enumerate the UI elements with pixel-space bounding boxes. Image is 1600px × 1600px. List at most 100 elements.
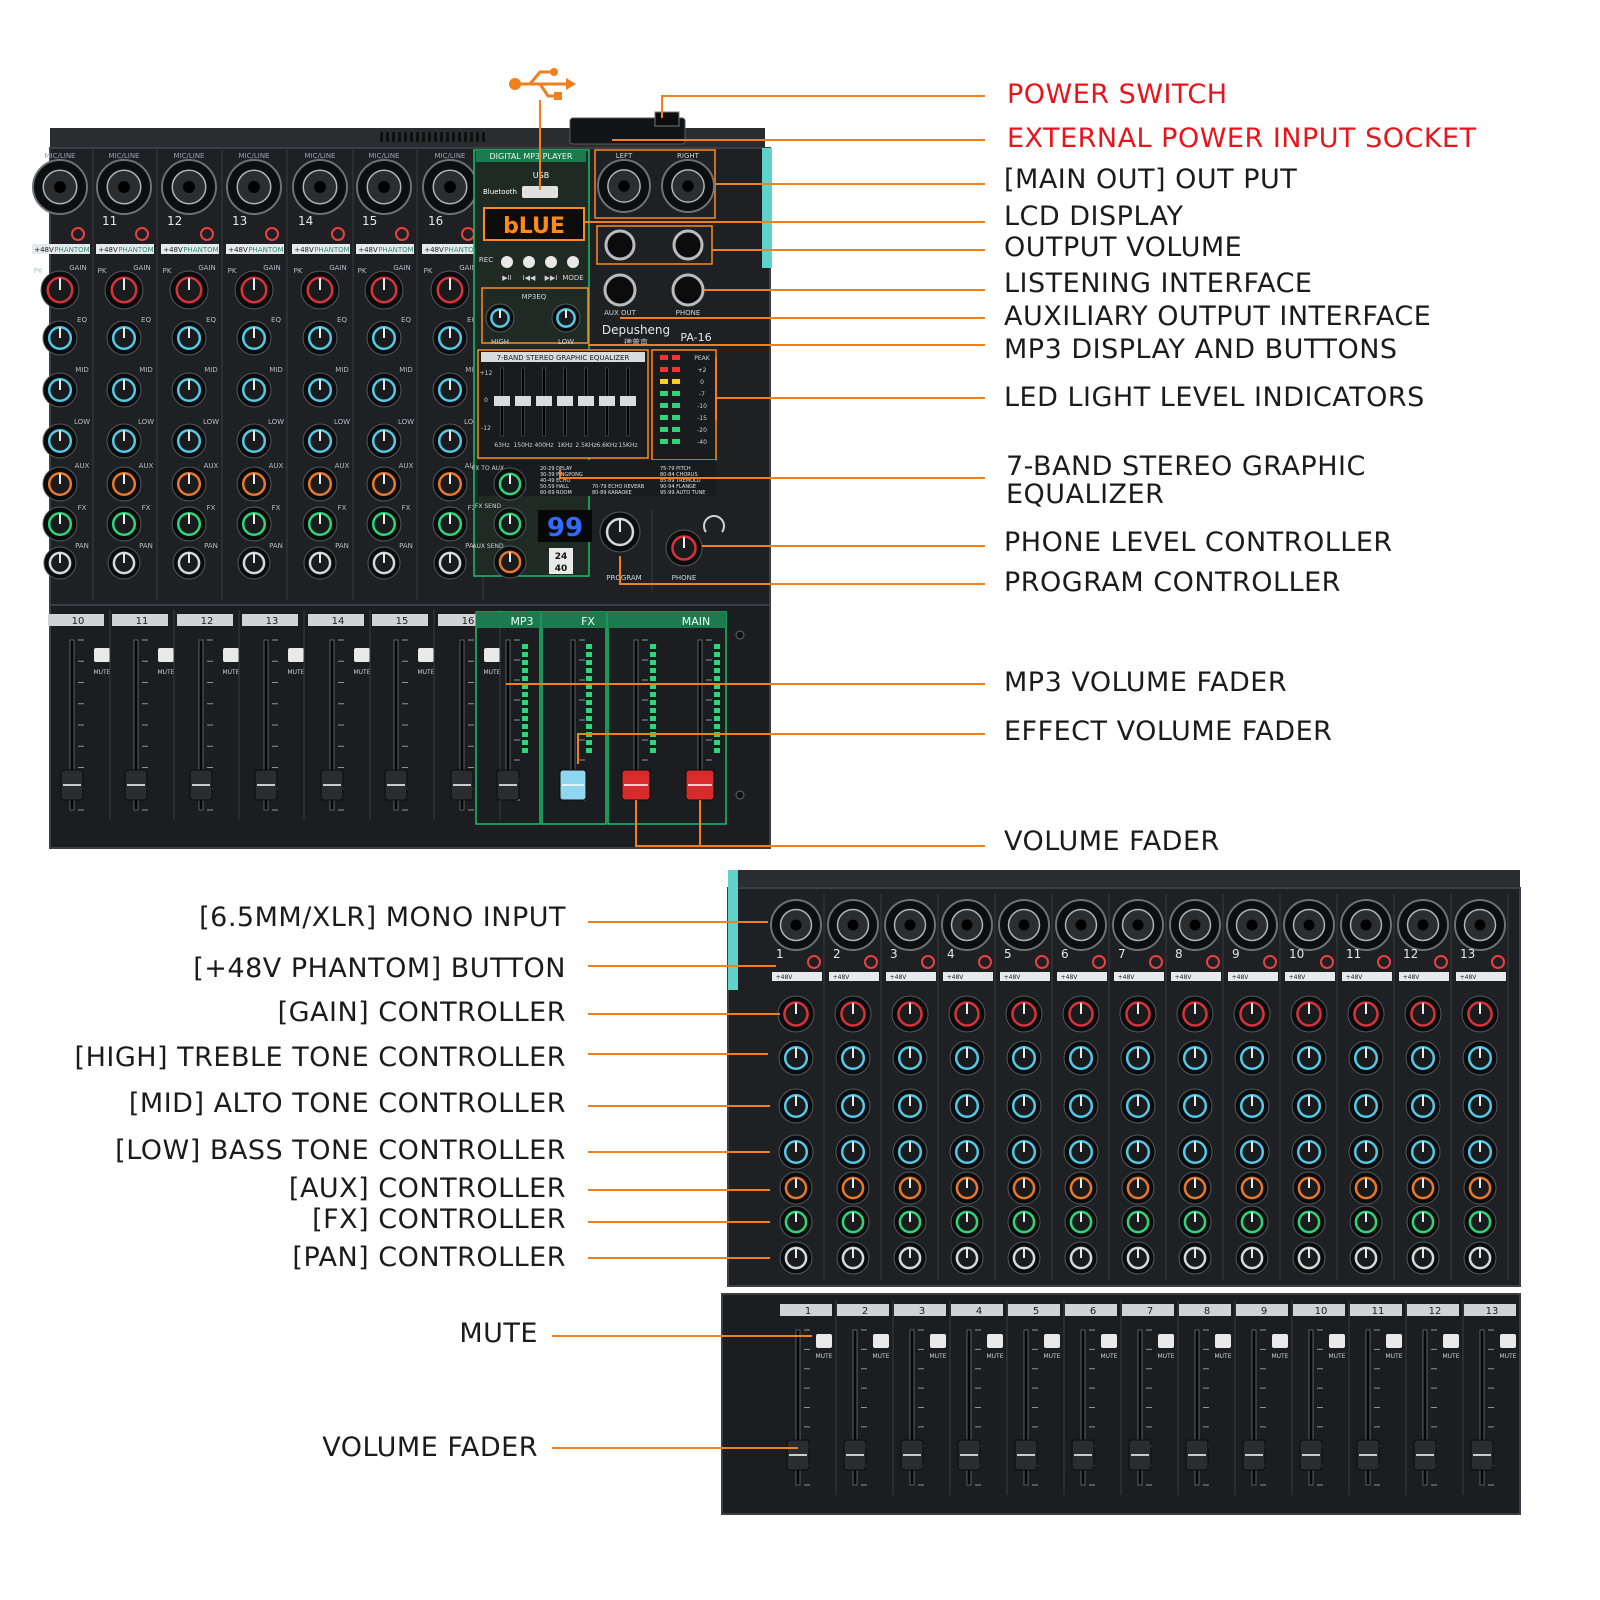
mute-button: [1044, 1334, 1060, 1348]
phantom-voltage-label: +48V: [1460, 974, 1478, 981]
aux-label: AUX: [465, 462, 480, 470]
bottom-channel-strip: 8+48V: [1169, 894, 1224, 1280]
vent-slot: [452, 132, 455, 142]
peak-label: PK: [163, 267, 172, 275]
main-meter-led: [714, 652, 720, 657]
effects-list-entry: 60-69 ROOM: [540, 490, 572, 496]
eq-band-label: 6.6KHz: [596, 442, 617, 449]
eq-scale-label: -12: [481, 425, 491, 432]
mp3-button-label: ▶▶I: [545, 274, 558, 282]
mp3-button-label: MODE: [562, 274, 583, 282]
led-meter-label: -20: [697, 427, 707, 434]
eq-band-label: 15KHz: [618, 442, 637, 449]
fader-number-tab: [1293, 1304, 1345, 1316]
mp3-button-label: ▶II: [502, 274, 512, 282]
headphone-icon: [703, 515, 725, 533]
phone-level-label: PHONE: [672, 574, 697, 582]
bit-badge-top: 24: [555, 552, 568, 562]
phantom-button: [1000, 972, 1050, 981]
mic-line-label: MIC/LINE: [109, 152, 140, 160]
peak-label: PK: [228, 267, 237, 275]
mid-label: MID: [75, 366, 89, 374]
phantom-label: PHANTOM: [54, 246, 89, 254]
led-meter-label: +2: [698, 367, 707, 374]
phantom-button: [943, 972, 993, 981]
program-label: PROGRAM: [606, 574, 641, 582]
phantom-led: [1206, 955, 1220, 969]
xlr-combo-jack-hole: [444, 181, 456, 193]
fader-number: 6: [1090, 1306, 1096, 1317]
bottom-channel-strip: 1+48V: [770, 894, 825, 1280]
callout-volume-fader-bottom: VOLUME FADER: [322, 1432, 538, 1463]
fx-meter-led: [586, 700, 592, 705]
fx-side-label: FX TO AUX: [472, 465, 504, 472]
vent-slot: [434, 132, 437, 142]
main-meter-led: [714, 740, 720, 745]
callout-aux-output: AUXILIARY OUTPUT INTERFACE: [1004, 301, 1432, 332]
mp3-button: [523, 256, 535, 268]
bottom-back-edge: [728, 870, 1520, 892]
main-meter-led: [650, 676, 656, 681]
brand-subtitle: 德普声: [624, 337, 648, 347]
xlr-combo-jack-hole: [1246, 919, 1258, 931]
channel-fader-slot: [393, 639, 399, 811]
mute-label: MUTE: [1442, 1353, 1459, 1360]
channel-fader-slot: [1023, 1329, 1029, 1486]
phantom-voltage-label: +48V: [1289, 974, 1307, 981]
led-indicator: [672, 379, 680, 384]
phantom-voltage-label: +48V: [947, 974, 965, 981]
fx-meter-led: [586, 676, 592, 681]
mute-button: [158, 648, 174, 662]
eq-band-label: 400Hz: [534, 442, 553, 449]
eq-label: EQ: [141, 316, 151, 324]
channel-number: 15: [362, 214, 377, 228]
main-meter-led: [714, 700, 720, 705]
main-meter-led: [650, 740, 656, 745]
fader-number-tab: [308, 614, 364, 626]
xlr-combo-jack-hole: [1303, 919, 1315, 931]
channel-number: 16: [428, 214, 443, 228]
mute-label: MUTE: [1385, 1353, 1402, 1360]
gain-label: GAIN: [459, 264, 477, 272]
pan-label: PAN: [139, 542, 153, 550]
main-meter-led: [650, 708, 656, 713]
bottom-channel-strip: 13+48V: [1454, 894, 1509, 1280]
phantom-button: [1114, 972, 1164, 981]
phantom-label: PHANTOM: [378, 246, 413, 254]
callout-program: PROGRAM CONTROLLER: [1004, 567, 1341, 598]
fx-meter-led: [586, 716, 592, 721]
mute-label: MUTE: [353, 669, 370, 676]
fx-label: FX: [338, 504, 347, 512]
callout-external-power: EXTERNAL POWER INPUT SOCKET: [1007, 123, 1477, 154]
phantom-voltage-label: +48V: [34, 246, 54, 254]
aux-label: AUX: [335, 462, 350, 470]
bottom-channel-strip: 5+48V: [998, 894, 1053, 1280]
mute-label: MUTE: [1043, 1353, 1060, 1360]
led-indicator: [660, 379, 668, 384]
callout-effect-fader: EFFECT VOLUME FADER: [1004, 716, 1333, 747]
bus-label-mp3: MP3: [510, 615, 533, 628]
mute-button: [816, 1334, 832, 1348]
eq-band-label: 2.5KHz: [575, 442, 596, 449]
fx-side-label: FX SEND: [475, 503, 502, 510]
phantom-led: [1491, 955, 1505, 969]
leader-graphic-eq: [559, 470, 985, 479]
leader-program: [619, 556, 985, 585]
eq-scale-label: 0: [484, 397, 488, 404]
mid-label: MID: [399, 366, 413, 374]
eq-band-slider: [536, 396, 552, 406]
fader-number-tab: [1122, 1304, 1174, 1316]
led-indicator: [672, 427, 680, 432]
mute-label: MUTE: [157, 669, 174, 676]
mp3-meter-led: [522, 740, 528, 745]
phone-jack-label: PHONE: [676, 309, 701, 317]
mute-label: MUTE: [986, 1353, 1003, 1360]
bottom-channel-strip: 2+48V: [827, 894, 882, 1280]
phantom-led: [200, 227, 214, 241]
